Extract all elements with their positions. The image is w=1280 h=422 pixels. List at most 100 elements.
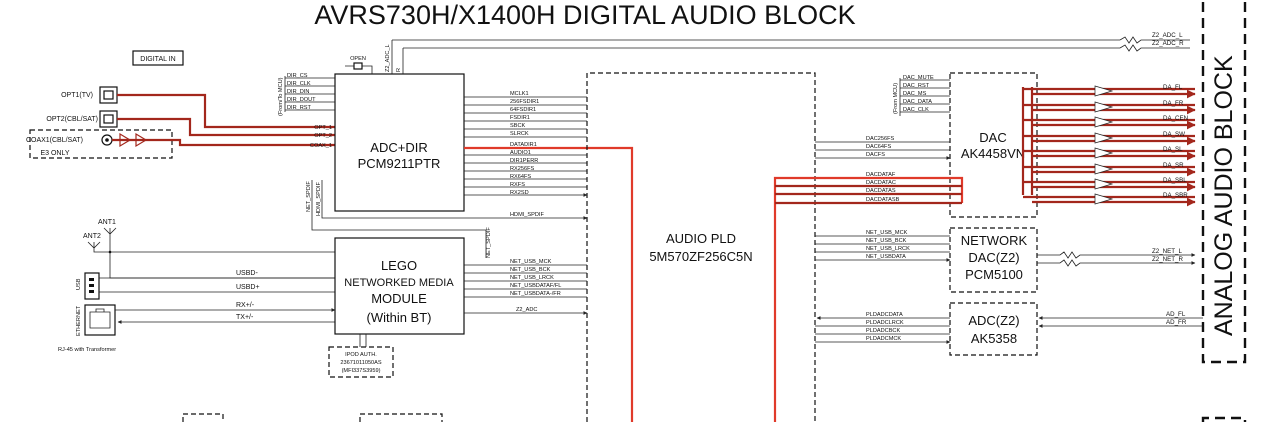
dac-pin-mute: DAC_MUTE (903, 75, 934, 81)
lego-output-wires (464, 264, 587, 313)
net-dac-in-data: NET_USBDATA (866, 254, 906, 260)
dac-out-sw: DA_SW (1163, 131, 1185, 138)
usb-pin-2 (89, 284, 94, 287)
digital-in-label: DIGITAL IN (140, 56, 175, 63)
z2-net-r-wire (1037, 259, 1196, 267)
lego-out-net-usbdata-fr: NET_USBDATA-/FR (510, 291, 561, 297)
tx-label: TX+/- (236, 314, 254, 321)
adc-out-rx2sd: RX2SD (510, 190, 529, 196)
lego-module-label: MODULE (371, 291, 427, 306)
opt2-connector (99, 110, 118, 128)
usb-pin-1 (89, 278, 94, 281)
usbd-minus-label: USBD- (236, 270, 258, 277)
adc-out-rx64fs: RX64FS (510, 174, 531, 180)
adc-out-rx256fs: RX256FS (510, 166, 535, 172)
ipod-auth-line1: IPOD AUTH. (345, 352, 377, 358)
audio-pld-name: AUDIO PLD (666, 231, 736, 246)
rj45-jack-icon (89, 308, 111, 329)
lego-out-net-usbdataf: NET_USBDATAF/FL (510, 283, 561, 289)
dac-in-fs: DACFS (866, 152, 885, 158)
adc-pin-opt1: OPT_1 (314, 125, 332, 131)
network-dac-name: NETWORK (961, 233, 1028, 248)
dac-in-64fs: DAC64FS (866, 144, 891, 150)
hdmi-spdif-label: HDMI_SPDIF (510, 212, 544, 218)
network-dac-block (949, 227, 1038, 293)
z2-adc-r-resistor (1119, 44, 1190, 52)
adc-z2-pin-bck: PLDADCBCK (866, 328, 900, 334)
adc-pin-opt2: OPT_2 (314, 133, 332, 139)
opt1-signal-line (117, 93, 335, 129)
open-switch (353, 62, 363, 70)
dac-part: AK4458VN (961, 146, 1025, 161)
datadir1-signal-line (464, 146, 634, 422)
adc-z2-pin-mck: PLDADCMCK (866, 336, 901, 342)
adc-z2-name: ADC(Z2) (968, 313, 1019, 328)
ant1-icon (103, 227, 335, 279)
adc-out-slrck: SLRCK (510, 131, 529, 137)
ad-fl-label: AD_FL (1166, 311, 1186, 318)
dac-output-filter-icons (1094, 85, 1114, 205)
bottom-box-left (182, 413, 224, 422)
ipod-link (359, 334, 367, 347)
adc-out-64fsdir1: 64FSDIR1 (510, 107, 536, 113)
net-dac-in-lrck: NET_USB_LRCK (866, 246, 910, 252)
opt1-label: OPT1(TV) (61, 92, 93, 99)
ant2-label: ANT2 (83, 233, 101, 240)
audio-pld-part: 5M570ZF256C5N (649, 249, 752, 264)
dac-out-sr: DA_SR (1163, 162, 1184, 169)
lego-out-net-usb-bck: NET_USB_BCK (510, 267, 551, 273)
z2-net-r-label: Z2_NET_R (1152, 256, 1183, 263)
lego-within-bt: (Within BT) (367, 310, 432, 325)
adc-z2-pin-lrck: PLDADCLRCK (866, 320, 904, 326)
dac-pin-data: DAC_DATA (903, 99, 932, 105)
dac-block (949, 72, 1038, 218)
usb-pin-3 (89, 290, 94, 293)
network-dac-zone: DAC(Z2) (968, 250, 1019, 265)
opt2-signal-line (117, 117, 335, 137)
usbd-plus-label: USBD+ (236, 284, 260, 291)
opt2-connector-inner (103, 114, 114, 124)
adc-output-wires (464, 96, 587, 195)
dac-pin-clk: DAC_CLK (903, 107, 929, 113)
z2-net-l-wire (1037, 251, 1196, 259)
rx-label: RX+/- (236, 302, 255, 309)
bottom-box-mid (359, 413, 443, 422)
ethernet-label: ETHERNET (76, 305, 82, 336)
dac-in-dataf: DACDATAF (866, 172, 896, 178)
dac-out-sbl: DA_SBL (1163, 177, 1187, 184)
adc-z2-pin-data: PLDADCDATA (866, 312, 903, 318)
lego-out-z2-adc: Z2_ADC (516, 307, 537, 313)
z2-adc-l-resistor (1119, 36, 1190, 44)
adc-pin-coax1: COAX_1 (310, 143, 332, 149)
ant1-label: ANT1 (98, 219, 116, 226)
dac-mcu-pins (899, 78, 950, 116)
net-dac-in-bck: NET_USB_BCK (866, 238, 907, 244)
dac-clock-wires (815, 141, 950, 158)
network-dac-part: PCM5100 (965, 267, 1023, 282)
e3-only-label: E3 ONLY (40, 150, 69, 157)
net-spdif-wire (311, 180, 487, 258)
dac-out-sbr: DA_SBR (1163, 192, 1188, 199)
lego-subtitle: NETWORKED MEDIA (344, 277, 454, 289)
opt1-connector-inner (103, 90, 114, 100)
lego-out-net-usb-lrck: NET_USB_LRCK (510, 275, 554, 281)
ipod-auth-line2: 23671011050AS (340, 360, 382, 366)
rj45-label: RJ-45 with Transformer (58, 347, 116, 353)
dac-pin-ms: DAC_MS (903, 91, 927, 97)
adc-out-256fsdir1: 256FSDIR1 (510, 99, 539, 105)
adc-out-sbck: SBCK (510, 123, 526, 129)
z2-adc-r-wire (402, 47, 1120, 74)
adc-pin-z2-adc-l: Z2_ADC_L (385, 44, 391, 72)
net-spdif-label: NET_SPDIF (486, 227, 492, 258)
open-label: OPEN (350, 56, 366, 62)
z2-adc-r-label: Z2_ADC_R (1152, 40, 1184, 47)
dac-out-sl: DA_SL (1163, 146, 1183, 153)
ipod-auth-line3: (MFI337S3959) (342, 368, 381, 374)
adc-from-mcu-note: (From/To MCU) (278, 77, 284, 116)
adc-out-audio1: AUDIO1 (510, 150, 531, 156)
analog-block-lower-frame (1201, 416, 1247, 422)
opt2-label: OPT2(CBL/SAT) (46, 116, 98, 123)
diagram-title: AVRS730H/X1400H DIGITAL AUDIO BLOCK (314, 0, 855, 30)
dac-in-datac: DACDATAC (866, 180, 896, 186)
